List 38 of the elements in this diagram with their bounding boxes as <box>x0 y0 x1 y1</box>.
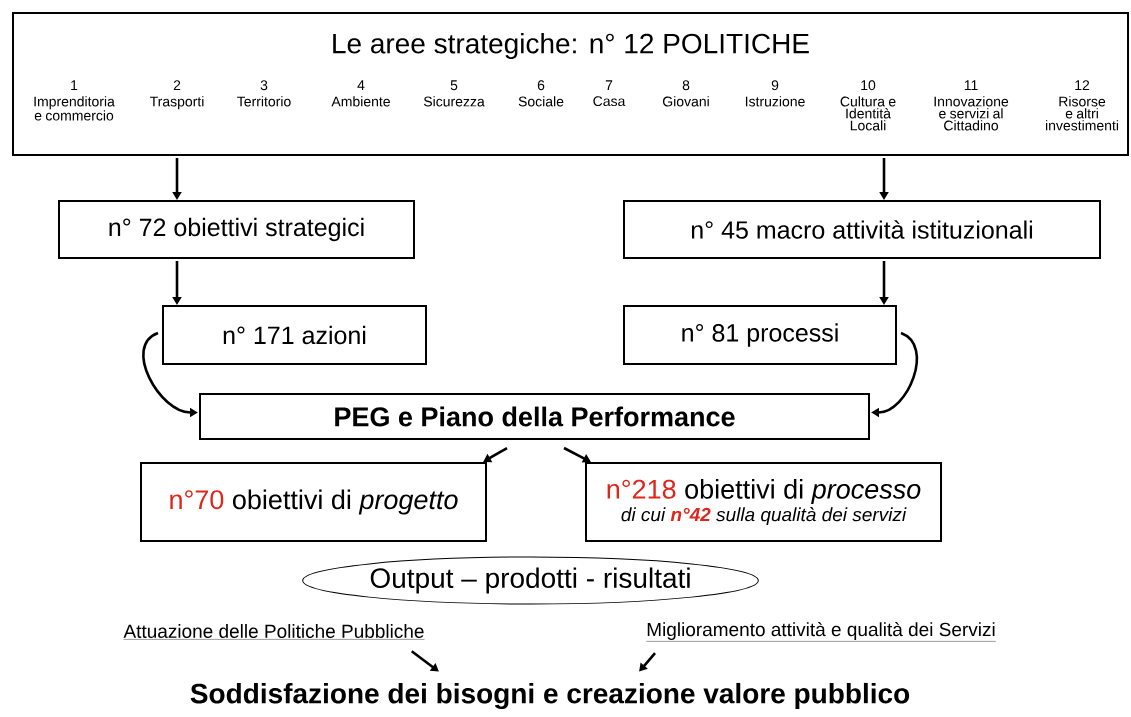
policy-number: 10 <box>861 80 876 91</box>
objective-box: n°218 obiettivi di processo di cui n°42 sulla qualità dei servizi <box>585 462 942 542</box>
policy-name: Sicurezza <box>423 96 485 107</box>
underlined-text: Miglioramento attività e qualità dei Servizi <box>646 622 996 642</box>
count-box: n° 72 obiettivi strategici <box>58 200 415 259</box>
policy-number: 6 <box>537 80 545 91</box>
policy-name: Innovazione e servizi al Cittadino <box>934 96 1009 131</box>
policy-name: Territorio <box>237 96 291 107</box>
arrow <box>639 652 657 672</box>
policy-number: 9 <box>771 80 779 91</box>
policy-name: Casa <box>593 96 626 107</box>
policy-number: 4 <box>357 80 365 90</box>
policy-name: Ambiente <box>331 96 390 107</box>
arrow <box>410 650 439 672</box>
policy-number: 5 <box>450 80 458 91</box>
objective-box: n°70 obiettivi di progetto <box>140 462 487 542</box>
policy-number: 8 <box>682 80 690 91</box>
policy-number: 12 <box>1075 80 1090 90</box>
plan-box: PEG e Piano della Performance <box>199 393 870 440</box>
policy-number: 7 <box>605 80 613 90</box>
result-text: Soddisfazione dei bisogni e creazione valore pubblico <box>190 682 910 710</box>
policy-number: 1 <box>71 80 78 90</box>
policy-number: 3 <box>260 80 268 91</box>
policy-name: Risorse e altri investimenti <box>1046 96 1118 131</box>
policy-name: Trasporti <box>149 96 204 110</box>
policy-name: Giovani <box>663 96 709 107</box>
policy-number: 11 <box>964 80 978 90</box>
count-box: n° 171 azioni <box>162 305 427 365</box>
policy-name: Istruzione <box>745 96 805 107</box>
policy-name: Imprenditoria e commercio <box>34 96 115 121</box>
underlined-text: Attuazione delle Politiche Pubbliche <box>123 624 425 640</box>
policy-name: Cultura e Identità Locali <box>840 96 896 131</box>
count-box: n° 81 processi <box>623 305 897 365</box>
policy-number: 2 <box>173 80 181 90</box>
arrow <box>483 446 508 463</box>
policy-name: Sociale <box>518 96 564 107</box>
arrow <box>563 446 591 463</box>
count-box: n° 45 macro attività istituzionali <box>623 200 1101 259</box>
